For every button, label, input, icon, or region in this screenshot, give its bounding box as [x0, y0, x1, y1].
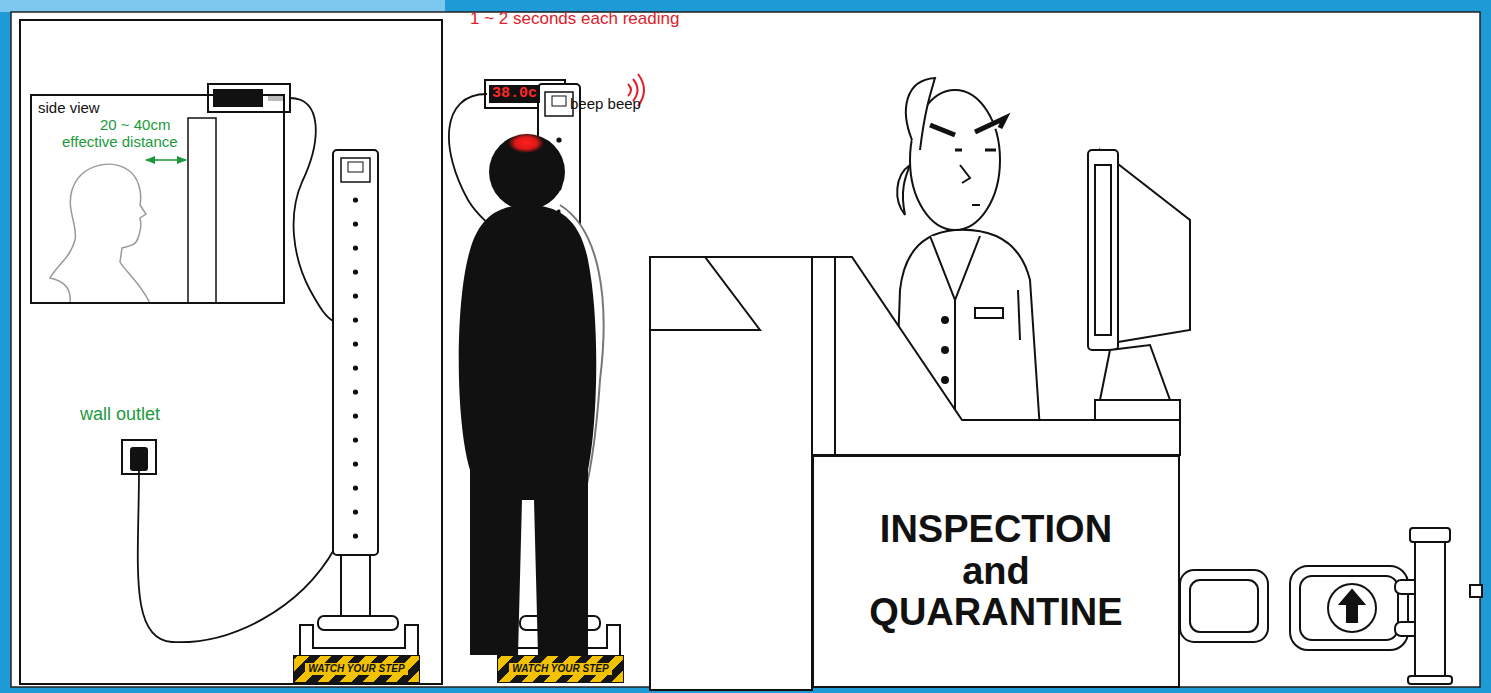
sensor-dot: [556, 137, 561, 142]
floor-mat: WATCH YOUR STEP: [293, 655, 420, 683]
sensor-dot: [353, 413, 358, 418]
node-text: INSPECTION and QUARANTINE: [869, 509, 1122, 634]
monitor: [1088, 150, 1190, 420]
frame-tab: [0, 0, 445, 12]
sensor-dot: [353, 365, 358, 370]
node-text: side view: [38, 99, 100, 117]
person-silhouette: [459, 133, 604, 655]
reading-note: 1 ~ 2 seconds each reading: [470, 9, 679, 29]
sensor-dot: [353, 341, 358, 346]
display-unit: [208, 84, 290, 112]
temperature-display: 38.0c: [485, 80, 565, 108]
sensor-dot: [353, 197, 358, 202]
wall-outlet: [122, 440, 156, 474]
sensor-dot: [353, 437, 358, 442]
sensor-dot: [353, 221, 358, 226]
dimension-label: 20 ~ 40cm: [100, 116, 170, 134]
node-text: WATCH YOUR STEP: [509, 663, 611, 675]
part-label: wall outlet: [80, 404, 160, 426]
floor-mat: WATCH YOUR STEP: [497, 655, 624, 683]
inspection-counter: [650, 78, 1190, 690]
sensor-dot: [353, 293, 358, 298]
sensor-dot: [353, 509, 358, 514]
sound-note: beep beep: [570, 95, 641, 113]
sensor-dot: [353, 269, 358, 274]
sensor-dot: [353, 317, 358, 322]
sensor-dot: [353, 389, 358, 394]
power-cable: [138, 471, 335, 642]
left-panel: [20, 20, 442, 684]
side-view-figure: [30, 94, 285, 304]
sensor-dot: [353, 461, 358, 466]
cable: [290, 98, 335, 322]
dimension-label: effective distance: [62, 133, 178, 151]
turnstile: [1180, 528, 1482, 684]
sensor-dot: [353, 533, 358, 538]
node-text: WATCH YOUR STEP: [305, 663, 407, 675]
node-text: 38.0c: [489, 85, 540, 103]
sensor-dot: [353, 245, 358, 250]
scanner-pole: [300, 150, 418, 660]
sensor-dot: [353, 485, 358, 490]
counter-front: INSPECTION and QUARANTINE: [812, 455, 1180, 688]
